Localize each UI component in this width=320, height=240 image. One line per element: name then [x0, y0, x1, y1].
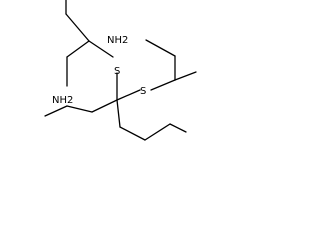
bond — [145, 39, 176, 57]
bond — [66, 105, 93, 113]
atom-label-nitrogen: NH2 — [107, 35, 128, 46]
bond — [119, 126, 146, 141]
bond — [88, 40, 114, 58]
bond — [174, 71, 197, 81]
atom-label-sulfur: S — [140, 86, 146, 97]
bond — [169, 123, 187, 133]
atom-labels: NH2 S NH2 S — [52, 35, 146, 106]
bond — [91, 99, 118, 113]
bond — [66, 40, 90, 58]
bond-lines — [44, 0, 197, 141]
bond — [116, 99, 121, 128]
bond — [116, 89, 141, 101]
bond — [144, 123, 171, 141]
bond — [65, 13, 90, 42]
chemical-structure: NH2 S NH2 S — [44, 0, 197, 141]
atom-label-sulfur: S — [114, 66, 120, 77]
bond — [150, 79, 176, 91]
atom-label-nitrogen: NH2 — [52, 95, 73, 106]
bond — [44, 105, 68, 117]
